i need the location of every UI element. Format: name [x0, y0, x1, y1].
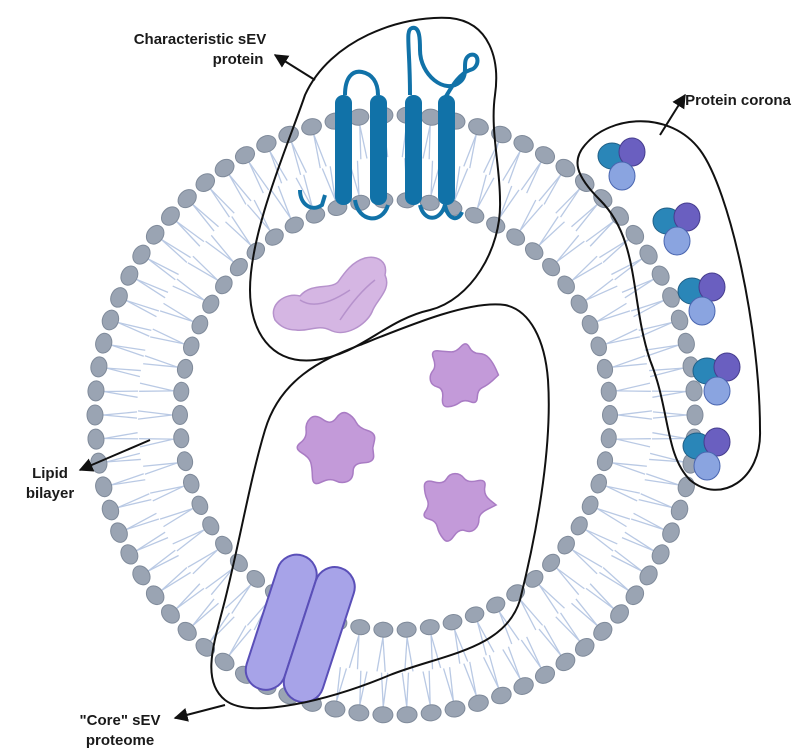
label-core-line2: proteome — [86, 732, 154, 749]
tetraspanin-icon — [298, 25, 480, 221]
label-lipid-line2: bilayer — [26, 485, 75, 502]
protein-cluster-icon — [652, 202, 701, 256]
globular-protein-icon — [296, 411, 376, 485]
label-protein-corona: Protein corona — [685, 92, 792, 109]
label-core-line1: "Core" sEV — [80, 712, 161, 729]
globular-protein-icon — [423, 472, 498, 542]
core-protein-group — [296, 343, 500, 542]
channel-protein-icon — [244, 553, 356, 704]
core-arrow — [173, 704, 226, 722]
protein-cluster-icon — [597, 137, 646, 191]
protein-corona-group — [597, 137, 741, 481]
lipid-bilayer-ring — [86, 106, 704, 724]
protein-cluster-icon — [677, 272, 726, 326]
characteristic-region-outline — [248, 16, 502, 362]
characteristic-arrow — [273, 54, 316, 81]
core-proteome-outline — [210, 303, 550, 710]
corona-arrow — [659, 93, 686, 136]
label-characteristic-line2: protein — [213, 51, 264, 68]
protein-cluster-icon — [682, 427, 731, 481]
globular-protein-icon — [429, 343, 500, 408]
protein-corona-outline — [576, 120, 762, 491]
lipid-arrow — [78, 439, 151, 472]
label-characteristic-line1: Characteristic sEV — [134, 31, 267, 48]
label-lipid-line1: Lipid — [32, 465, 68, 482]
folded-protein-icon — [272, 256, 388, 334]
protein-cluster-icon — [692, 352, 741, 406]
